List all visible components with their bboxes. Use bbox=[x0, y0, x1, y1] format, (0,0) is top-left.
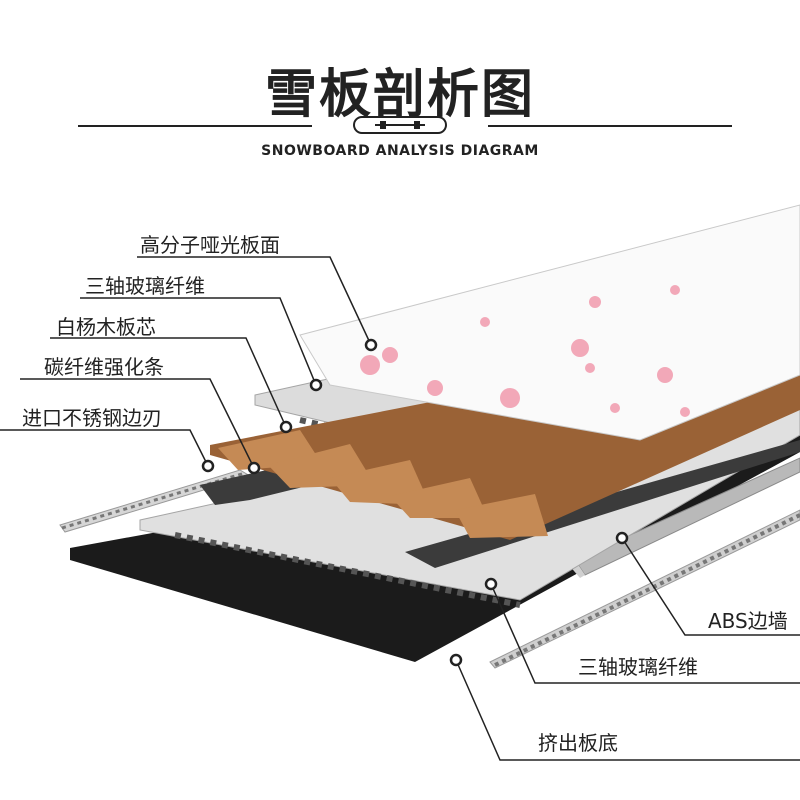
diagram-subtitle: SNOWBOARD ANALYSIS DIAGRAM bbox=[261, 143, 539, 159]
label-carbon-stringer: 碳纤维强化条 bbox=[44, 355, 164, 379]
leader-triax-top bbox=[80, 297, 317, 386]
blossom-pattern bbox=[360, 285, 690, 417]
label-triax-bottom: 三轴玻璃纤维 bbox=[578, 655, 698, 679]
marker-triax-bottom bbox=[484, 577, 498, 591]
label-base: 挤出板底 bbox=[538, 731, 618, 755]
leader-top-sheet bbox=[137, 256, 372, 346]
leader-steel-edge bbox=[0, 429, 209, 467]
label-wood-core: 白杨木板芯 bbox=[56, 315, 156, 339]
layer-abs-sidewall bbox=[574, 457, 800, 576]
label-triax-top: 三轴玻璃纤维 bbox=[85, 274, 205, 298]
leader-wood-core bbox=[50, 337, 287, 428]
marker-wood-core bbox=[279, 420, 293, 434]
marker-base bbox=[449, 653, 463, 667]
marker-triax-top bbox=[309, 378, 323, 392]
marker-abs-sidewall bbox=[615, 531, 629, 545]
label-abs-sidewall: ABS边墙 bbox=[708, 609, 788, 633]
leader-abs-sidewall bbox=[621, 537, 800, 636]
diagram-title: 雪板剖析图 bbox=[264, 65, 535, 125]
snowboard-icon bbox=[353, 116, 447, 134]
leader-triax-bottom bbox=[490, 583, 800, 684]
leader-base bbox=[455, 659, 800, 761]
label-steel-edge: 进口不锈钢边刃 bbox=[22, 406, 162, 430]
label-top-sheet: 高分子哑光板面 bbox=[140, 233, 280, 257]
marker-top-sheet bbox=[364, 338, 378, 352]
leader-carbon-stringer bbox=[20, 378, 255, 469]
marker-carbon-stringer bbox=[247, 461, 261, 475]
layer-top-sheet bbox=[299, 204, 800, 441]
marker-steel-edge bbox=[201, 459, 215, 473]
